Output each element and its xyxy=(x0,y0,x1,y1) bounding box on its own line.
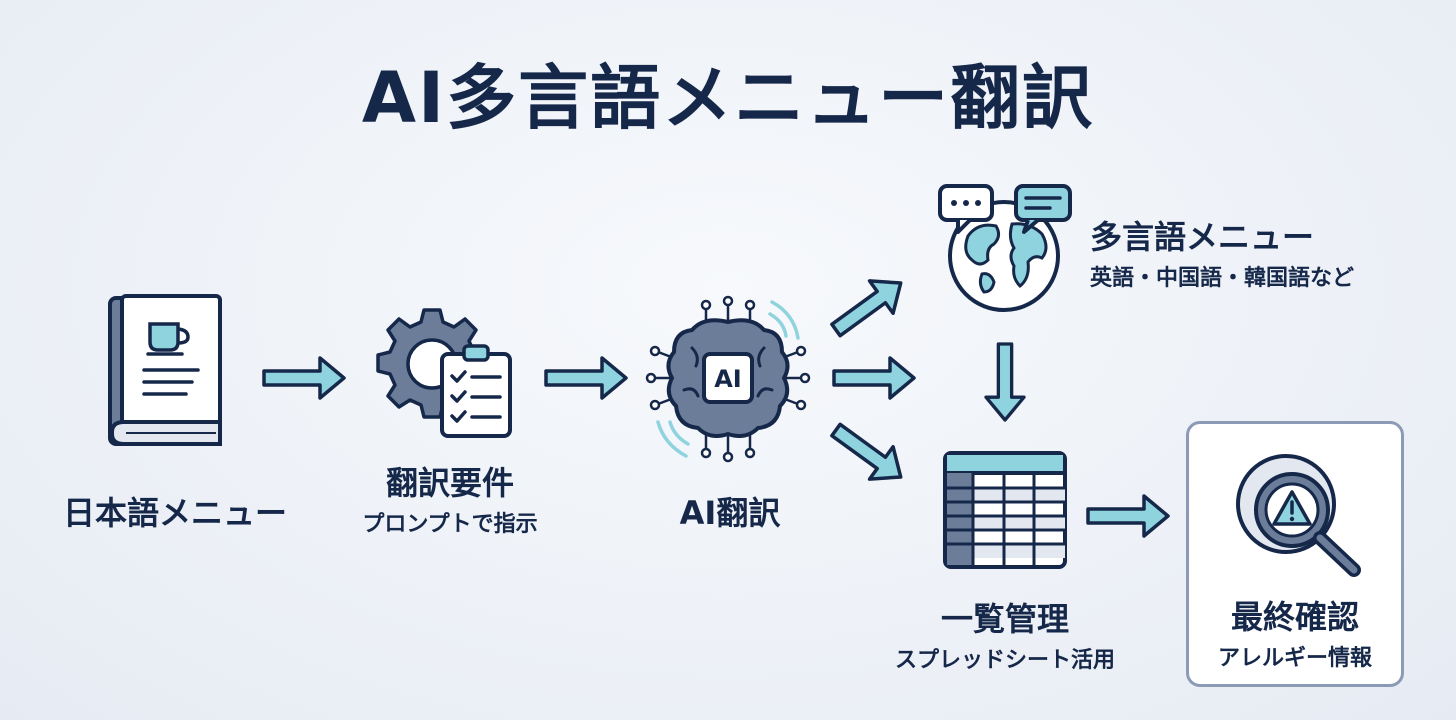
ai-brain-icon: AI xyxy=(645,295,811,463)
globe-chat-icon xyxy=(938,184,1072,312)
step-label-multilingual-menu: 多言語メニュー xyxy=(1090,218,1315,256)
step-label-list-management: 一覧管理 xyxy=(940,600,1069,638)
ai-chip-text: AI xyxy=(714,365,742,393)
arrow-ai-to-multilingual xyxy=(822,265,915,348)
arrow-ai-to-spreadsheet xyxy=(822,412,915,495)
arrow-ai-to-center xyxy=(832,356,916,400)
arrow-spreadsheet-to-final xyxy=(1086,494,1170,538)
step-label-japanese-menu: 日本語メニュー xyxy=(62,494,287,532)
step-sublabel-list-management: スプレッドシート活用 xyxy=(894,648,1115,673)
step-label-translation-requirements: 翻訳要件 xyxy=(385,464,514,502)
gear-checklist-icon xyxy=(376,308,512,438)
arrow-menu-to-requirements xyxy=(262,356,346,400)
arrow-globe-to-spreadsheet xyxy=(984,342,1026,422)
step-sublabel-final-check: アレルギー情報 xyxy=(1217,646,1372,671)
page-title: AI多言語メニュー翻訳 xyxy=(361,57,1095,139)
magnifier-warning-icon xyxy=(1236,454,1361,577)
step-label-final-check: 最終確認 xyxy=(1230,598,1359,636)
step-sublabel-multilingual-menu: 英語・中国語・韓国語など xyxy=(1090,266,1355,291)
spreadsheet-icon xyxy=(943,451,1067,569)
step-sublabel-translation-requirements: プロンプトで指示 xyxy=(362,512,538,537)
book-icon xyxy=(108,294,222,446)
arrow-requirements-to-ai xyxy=(544,356,628,400)
step-label-ai-translation: AI翻訳 xyxy=(679,494,781,532)
